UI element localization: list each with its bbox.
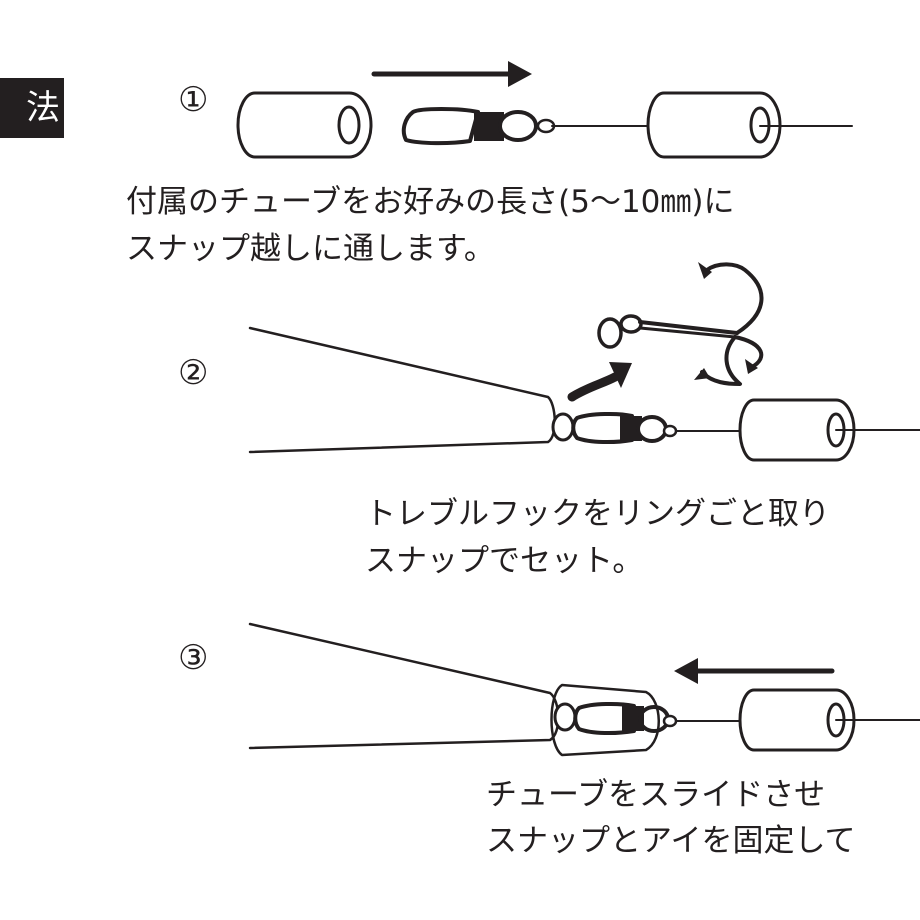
section-title-badge: 法 xyxy=(0,78,64,138)
step-1-caption-line-1: 付属のチューブをお好みの長さ(5～10㎜)に xyxy=(126,184,735,220)
step-3-illustration xyxy=(248,622,920,757)
step-2-caption-line-1: トレブルフックをリングごと取り xyxy=(365,496,830,532)
step-1-illustration xyxy=(236,61,853,159)
step-1-snap xyxy=(401,107,556,146)
step-3-tube xyxy=(738,688,856,752)
step-1-caption-line-2: スナップ越しに通します。 xyxy=(126,231,495,267)
step-2-snap xyxy=(551,411,678,445)
step-3-number: ③ xyxy=(178,638,209,678)
step-3-lure-body xyxy=(248,622,560,750)
step-2-illustration xyxy=(248,262,920,462)
step-2-treble-hook xyxy=(597,262,764,386)
step-1-tube-piece xyxy=(236,91,373,159)
step-1-number: ① xyxy=(178,80,209,120)
step-2-caption-line-2: スナップでセット。 xyxy=(365,543,644,579)
step-3-caption-line-2: スナップとアイを固定して xyxy=(486,823,856,859)
step-1-tube-on-line xyxy=(646,91,782,159)
step-3-caption-line-1: チューブをスライドさせ xyxy=(486,777,826,813)
step-2-attach-arrow xyxy=(567,362,632,402)
step-2-lure-body xyxy=(248,326,556,454)
step-3-direction-arrow xyxy=(674,658,835,684)
step-3-snap xyxy=(553,701,678,736)
step-3-tube-over-snap xyxy=(550,683,660,757)
step-1-direction-arrow xyxy=(371,61,532,87)
step-2-number: ② xyxy=(178,353,209,393)
step-2-tube xyxy=(738,398,856,462)
